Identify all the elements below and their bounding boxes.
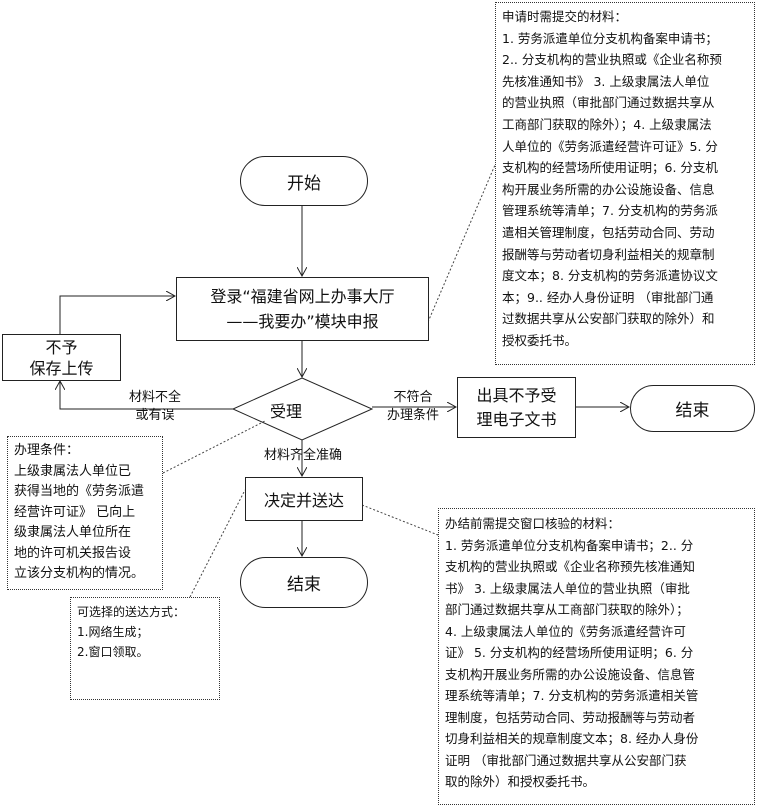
apply-materials-note: 申请时需提交的材料： 1. 劳务派遣单位分支机构备案申请书； 2.. 分支机构的营业… [495,2,755,365]
nodoc-line: 出具不予受 [476,385,557,405]
note-line: 证明 （审批部门通过数据共享从公安部门获 [445,752,687,768]
end-label: 结束 [675,401,710,421]
note-line: 切身利益相关的规章制度文本；8. 经办人身份 [445,731,699,746]
delivery-note: 可选择的送达方式： 1.网络生成； 2.窗口领取。 [70,597,220,700]
note-line: 1. 劳务派遣单位分支机构备案申请书； [502,30,718,46]
note-line: 1. 劳务派遣单位分支机构备案申请书；2.. 分 [445,537,694,553]
note-line: 部门通过数据共享从工商部门获取的除外）； [445,602,689,617]
end-terminal: 结束 [630,385,755,432]
note-line: 理制度，包括劳动合同、劳动报酬等与劳动者 [445,709,696,725]
note-line: 可选择的送达方式： [77,605,186,619]
note-line: 办结前需提交窗口核验的材料： [445,516,621,531]
note-line: 2.. 分支机构的营业执照或《企业名称预 [502,52,722,68]
note-line: 1.网络生成； [77,625,149,639]
note-line: 报酬等与劳动者切身利益相关的规章制 [502,246,715,262]
nodoc-line: 理电子文书 [476,409,557,429]
note-line: 申请时需提交的材料： [502,9,628,24]
note-line: 构开展业务所需的办公设施设备、信息 [502,181,715,197]
note-line: 办理条件： [14,443,80,458]
incomplete-label: 材料不全或有误 [128,390,181,423]
note-line: 工商部门获取的除外）；4. 上级隶属法 [502,116,712,132]
note-line: 的营业执照（审批部门通过数据共享从 [502,95,715,111]
login-line: 登录“福建省网上办事大厅 [210,287,395,306]
note-line: 授权委托书。 [502,332,578,348]
not-meet-label: 不符合办理条件 [386,390,439,423]
verify-materials-note: 办结前需提交窗口核验的材料： 1. 劳务派遣单位分支机构备案申请书；2.. 分支机… [438,508,755,805]
note-line: 书》 3. 上级隶属法人单位的营业执照（审批 [445,580,690,596]
note-line: 过数据共享从公安部门获取的除外）和 [502,311,715,327]
note-line: 2.窗口领取。 [77,645,149,659]
note-line: 4. 上级隶属法人单位的《劳务派遣经营许可 [445,623,686,639]
note-line: 本；9.. 经办人身份证明 （审批部门通 [502,289,714,305]
end-terminal-2: 结束 [240,557,368,608]
note-line: 人单位的《劳务派遣经营许可证》5. 分 [502,138,718,154]
note-line: 先核准通知书》 3. 上级隶属法人单位 [502,73,710,89]
arrow-reject-login [59,296,175,334]
note-line: 遣相关管理制度，包括劳动合同、劳动 [502,224,715,240]
note-line: 理系统等清单；7. 分支机构的劳务派遣相关管 [445,688,699,703]
reject-save-step: 不予保存上传 [2,334,121,381]
arrow-accept-reject [60,381,233,410]
note-line: 支机构开展业务所需的办公设施设备、信息管 [445,666,696,682]
note-line: 级隶属法人单位所在 [14,525,132,540]
accept-label: 受理 [270,402,303,421]
login-step: 登录“福建省网上办事大厅 ——我要办”模块申报 [176,277,429,341]
note-line: 立该分支机构的情况。 [14,566,145,581]
note-line: 上级隶属法人单位已 [14,463,132,479]
note-line: 地的许可机关报告设 [14,545,132,561]
start-terminal: 开始 [240,156,368,206]
conditions-note: 办理条件： 上级隶属法人单位已获得当地的《劳务派遣经营许可证》 已向上级隶属法人单… [7,436,163,590]
accept-diamond [231,377,374,441]
note-line: 取的除外）和授权委托书。 [445,774,596,789]
note-line: 证》 5. 分支机构的经营场所使用证明；6. 分 [445,645,694,660]
complete-label: 材料齐全准确 [263,448,342,463]
start-label: 开始 [287,173,321,194]
note-line: 度文本；8. 分支机构的劳务派遣协议文 [502,268,718,284]
note-line: 支机构的营业执照或《企业名称预先核准通知 [445,559,696,574]
decide-label: 决定并送达 [263,491,344,510]
note-line: 经营许可证》 已向上 [14,504,136,520]
reject-line: 保存上传 [29,358,94,378]
decide-step: 决定并送达 [245,477,363,521]
no-accept-doc-step: 出具不予受理电子文书 [457,377,576,438]
end2-label: 结束 [287,575,321,595]
reject-line: 不予 [45,337,78,357]
note-line: 获得当地的《劳务派遣 [14,484,145,499]
login-line: ——我要办”模块申报 [226,312,379,331]
note-line: 支机构的经营场所使用证明；6. 分支机 [502,160,718,176]
note-line: 管理系统等清单；7. 分支机构的劳务派 [502,203,718,219]
